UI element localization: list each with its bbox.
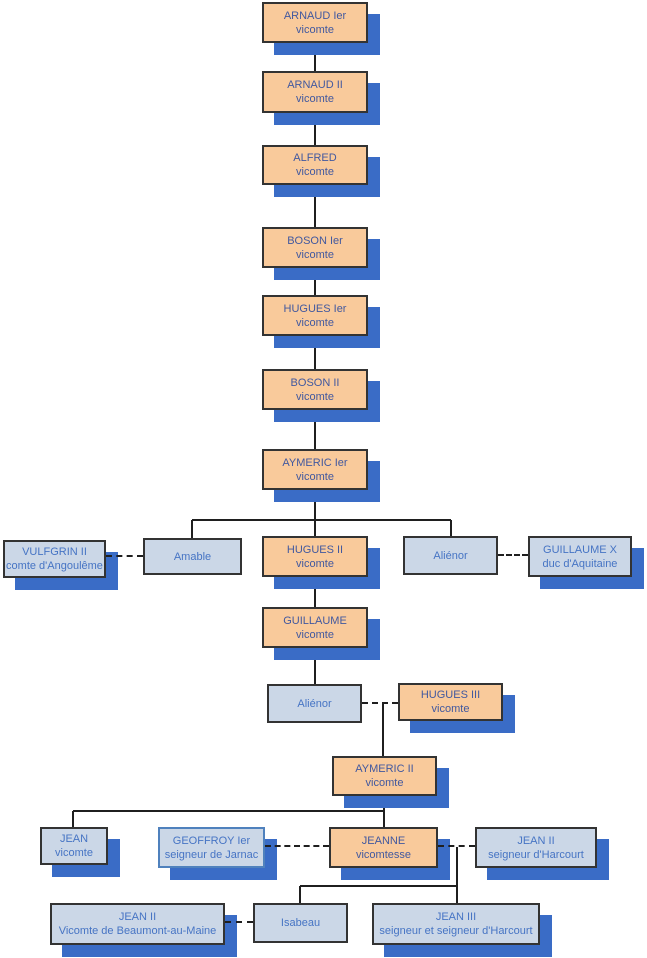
person-name: BOSON II [290,376,340,389]
connector-solid-horizontal [73,810,384,812]
person-title: vicomte [296,628,334,641]
person-title: vicomte [296,23,334,36]
person-name: Isabeau [280,917,321,929]
person-name: HUGUES III [420,689,481,701]
person-name: JEAN III [435,911,477,923]
person-title: duc d'Aquitaine [542,557,618,570]
tree-node-arnaud-2: ARNAUD II vicomte [262,71,368,113]
connector-dashed-horizontal [265,845,329,848]
person-title: vicomte [296,316,334,329]
connector-dashed-horizontal [362,702,398,705]
tree-node-jean-2-beaumont: JEAN II Vicomte de Beaumont-au-Maine [50,903,225,945]
tree-node-jean: JEAN vicomte [40,827,108,865]
person-title: seigneur d'Harcourt [488,848,584,861]
person-title: Vicomte de Beaumont-au-Maine [58,925,217,937]
person-name: BOSON Ier [287,234,343,247]
person-name: JEANNE [361,834,406,847]
connector-solid-vertical [314,268,316,295]
person-name: ARNAUD Ier [283,9,347,22]
connector-dashed-horizontal [106,555,143,558]
connector-solid-vertical [450,520,452,536]
connector-solid-vertical [314,185,316,227]
person-name: Aliénor [433,549,468,562]
person-name: JEAN II [517,834,555,847]
connector-dashed-horizontal [498,554,528,557]
person-title: vicomte [431,703,470,715]
tree-node-hugues-3: HUGUES III vicomte [398,683,503,721]
tree-node-jean-3: JEAN III seigneur et seigneur d'Harcourt [372,903,540,945]
person-title: vicomtesse [355,848,412,861]
person-title: vicomte [296,470,334,483]
person-name: GUILLAUME X [543,543,617,556]
connector-solid-vertical [299,886,301,903]
person-name: AYMERIC Ier [282,456,348,469]
tree-node-alfred: ALFRED vicomte [262,145,368,185]
connector-dashed-horizontal [438,845,475,848]
connector-solid-vertical [314,577,316,607]
connector-solid-vertical [191,520,193,538]
person-name: HUGUES II [286,543,344,556]
tree-node-isabeau: Isabeau [253,903,348,943]
tree-node-amable: Amable [143,538,242,575]
person-name: VULFGRIN II [22,546,87,558]
connector-solid-horizontal [192,519,451,521]
person-title: vicomte [365,777,404,789]
tree-node-alienor-1: Aliénor [403,536,498,575]
person-name: ALFRED [293,152,337,164]
person-title: seigneur et seigneur d'Harcourt [379,925,533,937]
connector-solid-vertical [314,336,316,369]
tree-node-aymeric-2: AYMERIC II vicomte [332,756,437,796]
person-title: vicomte [296,390,334,403]
person-name: AYMERIC II [355,763,414,775]
tree-node-vulfgrin-2: VULFGRIN II comte d'Angoulême [3,540,106,578]
person-name: ARNAUD II [287,79,343,91]
connector-solid-vertical [72,811,74,827]
person-name: Amable [173,550,212,563]
connector-solid-vertical [314,410,316,449]
person-name: Aliénor [297,697,332,710]
connector-solid-horizontal [300,885,457,887]
person-title: vicomte [55,847,93,859]
connector-solid-vertical [382,704,384,756]
person-name: HUGUES Ier [283,302,347,315]
person-name: GEOFFROY Ier [172,834,251,847]
person-title: vicomte [296,166,334,178]
person-title: vicomte [296,248,334,261]
connector-solid-vertical [456,847,458,903]
person-name: JEAN II [118,911,157,923]
person-title: vicomte [296,557,334,570]
connector-solid-vertical [314,490,316,536]
tree-node-alienor-2: Aliénor [267,684,362,723]
person-name: JEAN [59,833,89,845]
person-title: vicomte [296,93,334,105]
person-title: comte d'Angoulême [6,560,103,572]
connector-solid-vertical [314,648,316,684]
connector-solid-vertical [314,113,316,145]
person-title: seigneur de Jarnac [164,848,259,861]
connector-solid-vertical [314,42,316,71]
connector-dashed-horizontal [225,921,253,924]
person-name: GUILLAUME [283,614,347,627]
connector-solid-vertical [383,796,385,827]
